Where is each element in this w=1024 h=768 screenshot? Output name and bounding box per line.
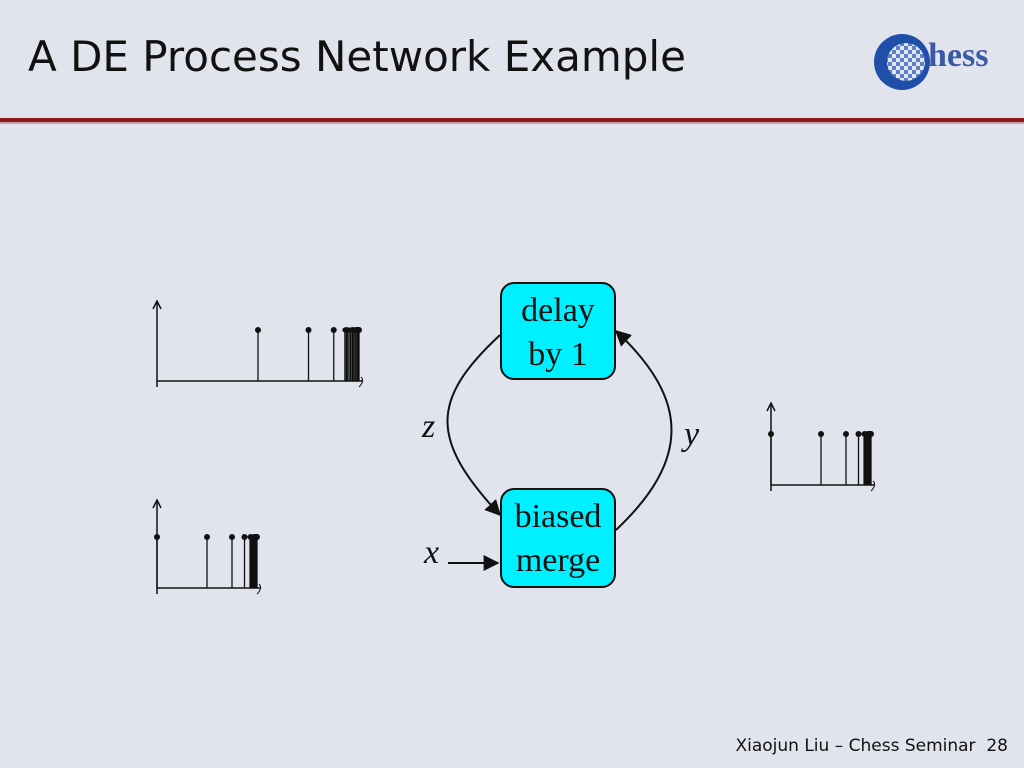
event-dot: [855, 431, 862, 437]
y-connection: [614, 329, 673, 531]
x-axis-end-icon: [358, 376, 364, 388]
signal-plots: [152, 299, 876, 595]
y-signal-plot: [766, 401, 876, 492]
event-dot: [330, 327, 337, 333]
z-connection: [446, 334, 502, 517]
event-dot: [305, 327, 312, 333]
event-dot: [818, 431, 824, 437]
signal-label-y: y: [684, 416, 700, 453]
z-signal-plot: [152, 299, 364, 388]
signal-label-x: x: [424, 534, 440, 571]
x-axis-end-icon: [870, 480, 876, 492]
y-axis-arrow-icon: [152, 299, 162, 310]
merge-actor-label-line1: biased: [514, 498, 602, 535]
event-dot: [154, 534, 160, 540]
page-number: 28: [986, 736, 1008, 756]
event-dot: [843, 431, 849, 437]
slide-title: A DE Process Network Example: [28, 32, 686, 81]
merge-actor-label-line2: merge: [515, 542, 601, 579]
event-dot: [204, 534, 210, 540]
delay-actor-label-line2: by 1: [528, 336, 588, 373]
y-axis-arrow-icon: [766, 401, 776, 412]
event-dot: [241, 534, 248, 540]
event-dot: [255, 327, 261, 333]
logo-wordmark: hess: [928, 37, 988, 74]
biased-merge-actor[interactable]: biased merge: [500, 488, 616, 588]
event-dot: [229, 534, 235, 540]
title-rule-shadow: [0, 122, 1024, 124]
footer-author: Xiaojun Liu – Chess Seminar: [735, 736, 976, 756]
x-axis-end-icon: [256, 583, 262, 595]
y-axis-arrow-icon: [152, 498, 162, 509]
slide-footer: Xiaojun Liu – Chess Seminar 28: [735, 736, 1008, 756]
delay-by-1-actor[interactable]: delay by 1: [500, 282, 616, 380]
signal-label-z: z: [422, 408, 436, 445]
chess-logo: hess: [874, 34, 988, 90]
delay-actor-label-line1: delay: [521, 292, 595, 329]
event-dot: [768, 431, 774, 437]
logo-board-icon: [887, 43, 925, 81]
title-rule: [0, 118, 1024, 122]
x-signal-plot: [152, 498, 262, 595]
